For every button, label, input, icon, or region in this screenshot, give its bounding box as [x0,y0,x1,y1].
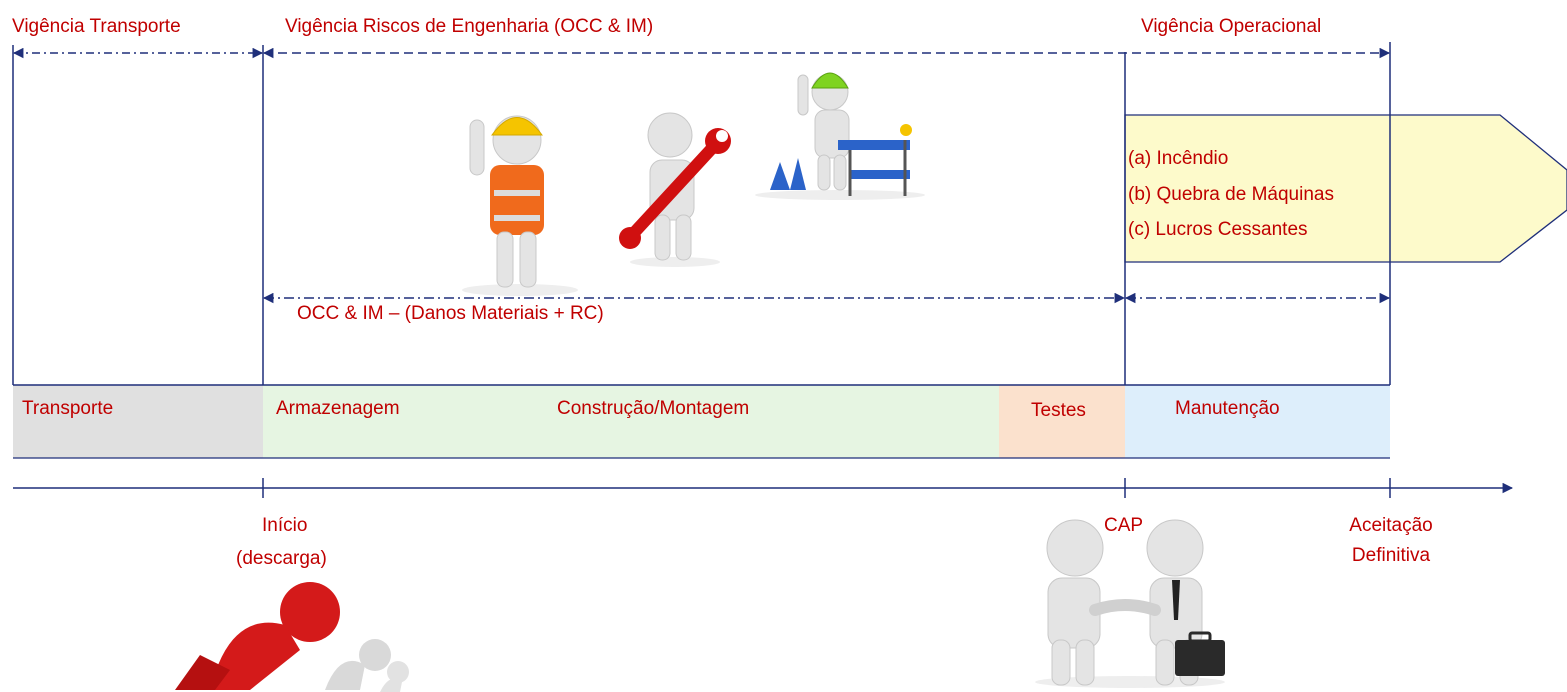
worker-helmet-figure [462,115,578,296]
milestone-inicio: Início [262,515,308,536]
worker-barrier-figure [755,72,925,200]
milestone-cap: CAP [1104,515,1144,536]
runners-start-figure [175,582,409,692]
worker-wrench-figure [619,112,731,267]
risk-item-fire: (a) Incêndio [1128,148,1229,169]
milestone-aceitacao: Aceitação [1349,515,1433,536]
milestone-aceitacao-sub: Definitiva [1351,545,1431,566]
milestone-inicio-sub: (descarga) [236,548,327,569]
phase-label-manutencao: Manutenção [1175,398,1280,419]
risk-item-machinery: (b) Quebra de Máquinas [1128,184,1334,205]
phase-label-testes: Testes [1031,400,1086,421]
phase-band-tests [999,385,1125,458]
engineering-period-label: Vigência Riscos de Engenharia (OCC & IM) [285,16,654,37]
phase-label-armazenagem: Armazenagem [276,398,400,419]
phase-label-transporte: Transporte [22,398,114,419]
phase-band-maintenance [1125,385,1390,458]
coverage-note: OCC & IM – (Danos Materiais + RC) [297,303,604,324]
phase-band-construction [263,385,999,458]
operational-period-label: Vigência Operacional [1141,16,1322,37]
transport-period-label: Vigência Transporte [12,16,181,37]
handshake-figure [1035,519,1225,688]
phase-band-transport [13,385,263,458]
risk-item-profits: (c) Lucros Cessantes [1128,219,1308,240]
phase-label-construcao: Construção/Montagem [557,398,750,419]
